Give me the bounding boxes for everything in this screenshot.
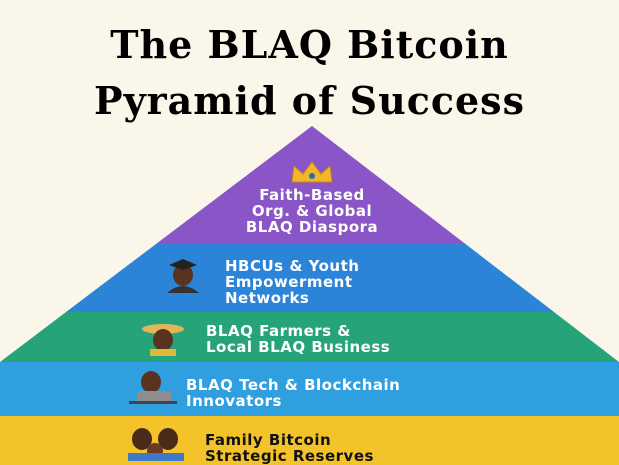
tier-faith-label: Faith-Based Org. & Global BLAQ Diaspora <box>200 187 424 235</box>
tier-faith-line3: BLAQ Diaspora <box>245 218 379 236</box>
technologist-icon <box>129 371 177 404</box>
tier-tech-line1: BLAQ Tech & Blockchain <box>186 376 401 394</box>
tier-faith-line1: Faith-Based <box>259 186 365 204</box>
tier-family-line1: Family Bitcoin <box>205 431 332 449</box>
tier-farmers-band <box>0 312 619 362</box>
tier-family-band <box>0 416 619 465</box>
crown-icon <box>291 161 333 183</box>
tier-family-label: Family Bitcoin Strategic Reserves <box>205 432 374 464</box>
tier-tech-label: BLAQ Tech & Blockchain Innovators <box>186 377 400 409</box>
tier-hbcu-label: HBCUs & Youth Empowerment Networks <box>225 258 359 306</box>
tier-farmers-label: BLAQ Farmers & Local BLAQ Business <box>206 323 390 355</box>
tier-family-line2: Strategic Reserves <box>205 447 374 465</box>
tier-tech-line2: Innovators <box>186 392 282 410</box>
tier-farmers-line2: Local BLAQ Business <box>206 338 391 356</box>
tier-faith-line2: Org. & Global <box>251 202 373 220</box>
tier-hbcu-line1: HBCUs & Youth <box>225 257 360 275</box>
graduate-icon <box>167 259 199 293</box>
title-line-1: The BLAQ Bitcoin <box>110 22 509 67</box>
tier-tech-band <box>0 362 619 416</box>
family-icon <box>128 428 184 461</box>
title-line-2: Pyramid of Success <box>94 78 525 123</box>
tier-farmers-line1: BLAQ Farmers & <box>206 322 351 340</box>
farmer-icon <box>142 324 184 356</box>
tier-hbcu-line3: Networks <box>225 289 310 307</box>
tier-hbcu-line2: Empowerment <box>225 273 353 291</box>
